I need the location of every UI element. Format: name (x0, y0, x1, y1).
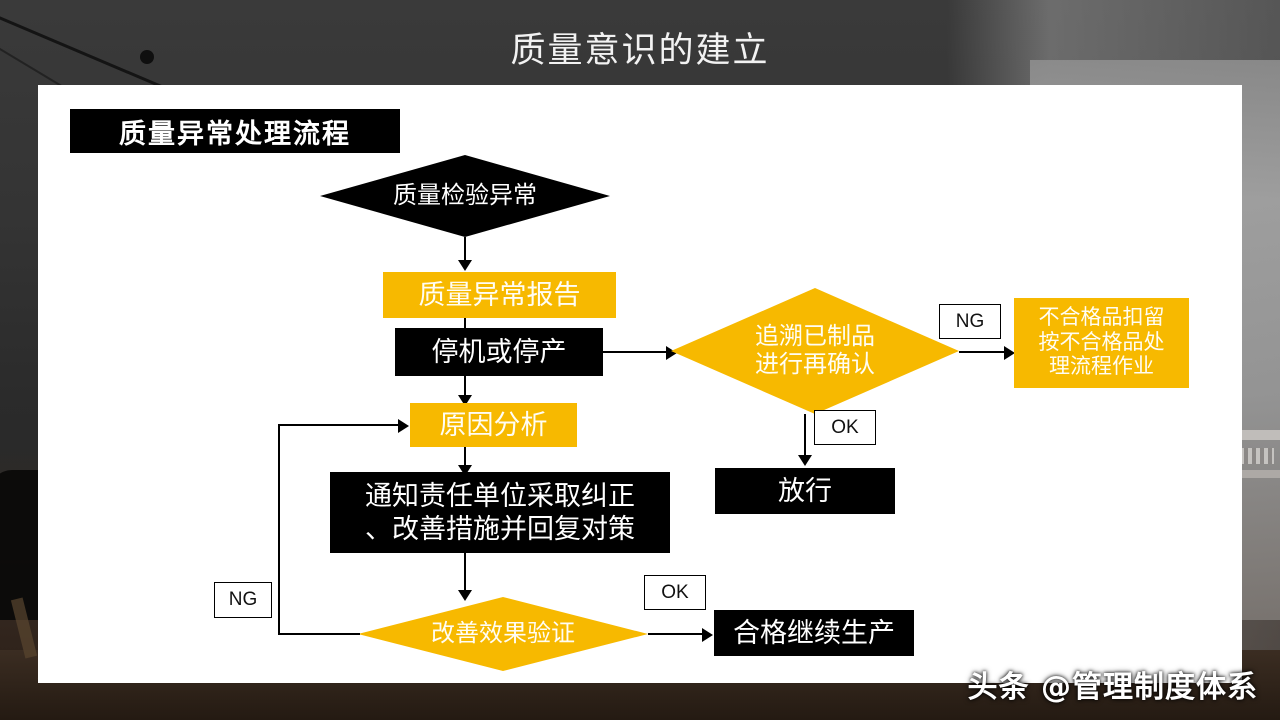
diamond-shape-yellow (358, 597, 648, 671)
node-pass-continue-production: 合格继续生产 (714, 610, 914, 656)
node-release: 放行 (715, 468, 895, 514)
connector-verify-ng-horizontal-top (278, 424, 402, 426)
connector-cause-to-notify (464, 447, 466, 473)
connector-trace-to-hold (959, 351, 1011, 353)
connector-stop-to-trace (603, 351, 673, 353)
diamond-shape-yellow (671, 288, 959, 414)
content-panel: 质量异常处理流程 质量检验异常 质量异常报告 停机或停产 (38, 85, 1242, 683)
arrow-stop-to-trace (666, 346, 677, 360)
arrow-trace-to-hold (1004, 346, 1015, 360)
node-label-group: 追溯已制品 进行再确认 (671, 288, 959, 414)
arrow-verify-to-pass (702, 628, 713, 642)
slide-title: 质量意识的建立 (510, 31, 770, 71)
node-label-line-1: 追溯已制品 (755, 322, 875, 350)
connector-verify-to-pass (648, 633, 709, 635)
node-quality-abnormal-report: 质量异常报告 (383, 272, 616, 318)
tag-trace-ng: NG (939, 304, 1001, 339)
node-cause-analysis: 原因分析 (410, 403, 577, 447)
node-label-line-3: 理流程作业 (1049, 355, 1154, 379)
node-label: 改善效果验证 (431, 619, 575, 647)
flow-header: 质量异常处理流程 (70, 109, 400, 153)
connector-start-to-report (464, 237, 466, 266)
node-stop-machine-or-production: 停机或停产 (395, 328, 603, 376)
node-label-line-2: 、改善措施并回复对策 (365, 513, 635, 544)
node-label-line-1: 不合格品扣留 (1038, 305, 1165, 329)
node-label: 质量检验异常 (393, 181, 537, 209)
node-hold-nonconforming: 不合格品扣留 按不合格品处 理流程作业 (1014, 298, 1189, 388)
node-label-line-2: 进行再确认 (755, 351, 875, 378)
node-verify-improvement: 改善效果验证 (358, 597, 648, 671)
arrow-stop-to-cause (458, 395, 472, 406)
arrow-trace-to-release (798, 455, 812, 466)
tag-verify-ng: NG (214, 582, 272, 618)
diamond-shape-black (320, 155, 610, 237)
node-notify-responsible-unit: 通知责任单位采取纠正 、改善措施并回复对策 (330, 472, 670, 553)
node-trace-finished-goods: 追溯已制品 进行再确认 (671, 288, 959, 414)
connector-verify-ng-horizontal-bottom (278, 633, 360, 635)
node-quality-inspection-abnormal: 质量检验异常 (320, 155, 610, 237)
arrow-start-to-report (458, 260, 472, 271)
tag-verify-ok: OK (644, 575, 706, 610)
connector-verify-ng-vertical (278, 424, 280, 635)
node-label-line-1: 通知责任单位采取纠正 (365, 481, 635, 512)
watermark: 头条 @管理制度体系 (967, 670, 1258, 705)
connector-stop-to-cause (464, 376, 466, 403)
tag-trace-ok: OK (814, 410, 876, 445)
connector-trace-to-release (804, 414, 806, 462)
background-lamp (140, 50, 154, 64)
connector-notify-to-verify (464, 553, 466, 597)
arrow-cause-to-notify (458, 465, 472, 476)
node-label-line-2: 按不合格品处 (1038, 330, 1165, 354)
arrow-verify-ng-to-cause (398, 419, 409, 433)
arrow-notify-to-verify (458, 590, 472, 601)
